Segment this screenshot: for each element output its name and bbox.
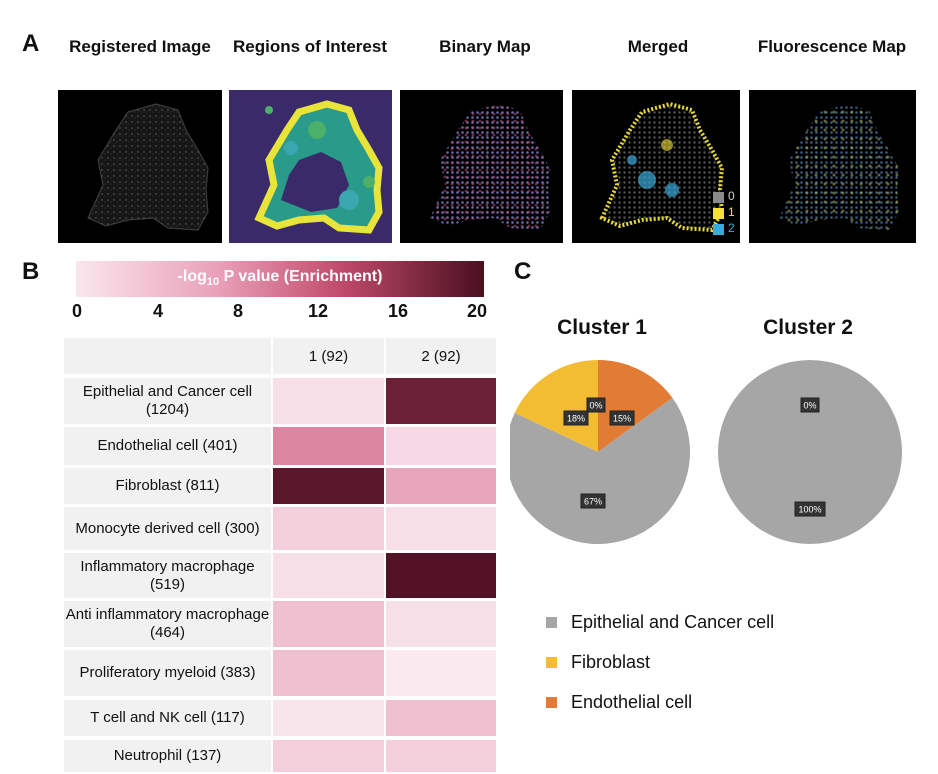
heatmap-row-label: Anti inflammatory macrophage (464) xyxy=(64,601,271,647)
registered-image xyxy=(58,90,222,243)
colorbar-title-prefix: -log xyxy=(177,268,207,285)
colorbar-title: -log10 P value (Enrichment) xyxy=(76,268,484,288)
binary-map-image xyxy=(400,90,563,243)
merged-legend-swatch-0 xyxy=(713,192,724,203)
heatmap-cell xyxy=(273,601,384,647)
heatmap-row-label: Fibroblast (811) xyxy=(64,468,271,504)
image-title-binary: Binary Map xyxy=(439,37,531,56)
pie-legend-swatch xyxy=(546,617,557,628)
heatmap-cell xyxy=(273,700,384,736)
heatmap-col-header: 1 (92) xyxy=(273,338,384,374)
panel-label-a: A xyxy=(22,30,40,57)
heatmap-row-label: Monocyte derived cell (300) xyxy=(64,507,271,550)
colorbar-title-sub: 10 xyxy=(206,276,220,289)
pie-slice-label: 67% xyxy=(580,493,606,509)
colorbar xyxy=(76,261,484,297)
pie-legend-label: Fibroblast xyxy=(571,652,651,672)
heatmap-col-header: 2 (92) xyxy=(386,338,496,374)
heatmap-cell xyxy=(273,378,384,424)
svg-text:0%: 0% xyxy=(589,401,602,411)
heatmap-cell xyxy=(386,650,496,696)
heatmap-cell xyxy=(273,553,384,598)
pie-slice xyxy=(598,360,673,452)
heatmap-cell xyxy=(273,507,384,550)
heatmap-cell xyxy=(386,378,496,424)
merged-legend-label-2: 2 xyxy=(728,221,735,235)
image-title-roi: Regions of Interest xyxy=(233,37,387,56)
merged-legend-swatch-2 xyxy=(713,224,724,235)
pie-slice-label: 18% xyxy=(563,410,589,426)
image-title-fluorescence: Fluorescence Map xyxy=(757,37,907,56)
heatmap-cell xyxy=(273,650,384,696)
pie-slice-label: 100% xyxy=(794,501,826,517)
pie-legend-item: Endothelial cell xyxy=(546,692,692,713)
heatmap-corner xyxy=(64,338,271,374)
heatmap-row-label: Proliferatory myeloid (383) xyxy=(64,650,271,696)
heatmap-cell xyxy=(273,740,384,772)
heatmap-cell xyxy=(386,740,496,772)
colorbar-tick: 20 xyxy=(466,301,488,321)
pie-legend-label: Endothelial cell xyxy=(571,692,693,712)
colorbar-tick: 12 xyxy=(307,301,329,321)
heatmap-cell xyxy=(386,601,496,647)
roi-image xyxy=(229,90,392,243)
colorbar-tick: 8 xyxy=(232,301,244,321)
heatmap-cell xyxy=(386,700,496,736)
pie-extra-label: 0% xyxy=(586,397,606,413)
heatmap-cell xyxy=(386,427,496,465)
pie-slice xyxy=(514,360,598,452)
merged-legend-swatch-1 xyxy=(713,208,724,219)
pie-title: Cluster 2 xyxy=(763,316,853,339)
pie-slice xyxy=(510,397,690,544)
svg-text:15%: 15% xyxy=(613,414,631,424)
pie-legend-swatch xyxy=(546,697,557,708)
pie-title: Cluster 1 xyxy=(557,316,647,339)
heatmap-row-label: T cell and NK cell (117) xyxy=(64,700,271,736)
pie-legend-swatch xyxy=(546,657,557,668)
heatmap-row-label: Epithelial and Cancer cell (1204) xyxy=(64,378,271,424)
pie-legend-label: Epithelial and Cancer cell xyxy=(571,612,775,632)
pie-legend-item: Fibroblast xyxy=(546,652,650,673)
heatmap-cell xyxy=(386,553,496,598)
svg-text:0%: 0% xyxy=(803,401,816,411)
merged-legend-label-1: 1 xyxy=(728,205,735,219)
image-title-merged: Merged xyxy=(627,37,689,56)
pie-extra-label: 0% xyxy=(800,397,820,413)
pie-charts: 15% 67% 18% 0% 100% 0% xyxy=(510,360,902,544)
svg-text:18%: 18% xyxy=(567,414,585,424)
colorbar-tick: 4 xyxy=(152,301,164,321)
heatmap-cell xyxy=(273,468,384,504)
merged-legend-label-0: 0 xyxy=(728,189,735,203)
colorbar-tick: 16 xyxy=(387,301,409,321)
fluorescence-map-image xyxy=(749,90,916,243)
colorbar-title-suffix: P value (Enrichment) xyxy=(219,268,383,285)
heatmap-cell xyxy=(386,468,496,504)
pie-slice-label: 15% xyxy=(609,410,635,426)
panel-label-c: C xyxy=(514,258,532,285)
heatmap-row-label: Neutrophil (137) xyxy=(64,740,271,772)
heatmap-cell xyxy=(273,427,384,465)
svg-text:100%: 100% xyxy=(798,505,821,515)
panel-label-b: B xyxy=(22,258,40,285)
heatmap-cell xyxy=(386,507,496,550)
heatmap-row-label: Inflammatory macrophage (519) xyxy=(64,553,271,598)
pie-legend-item: Epithelial and Cancer cell xyxy=(546,612,774,633)
heatmap-row-label: Endothelial cell (401) xyxy=(64,427,271,465)
image-title-registered: Registered Image xyxy=(69,37,211,56)
svg-text:67%: 67% xyxy=(584,497,602,507)
pie-slice xyxy=(718,360,902,544)
colorbar-tick: 0 xyxy=(71,301,83,321)
merged-image xyxy=(572,90,740,243)
